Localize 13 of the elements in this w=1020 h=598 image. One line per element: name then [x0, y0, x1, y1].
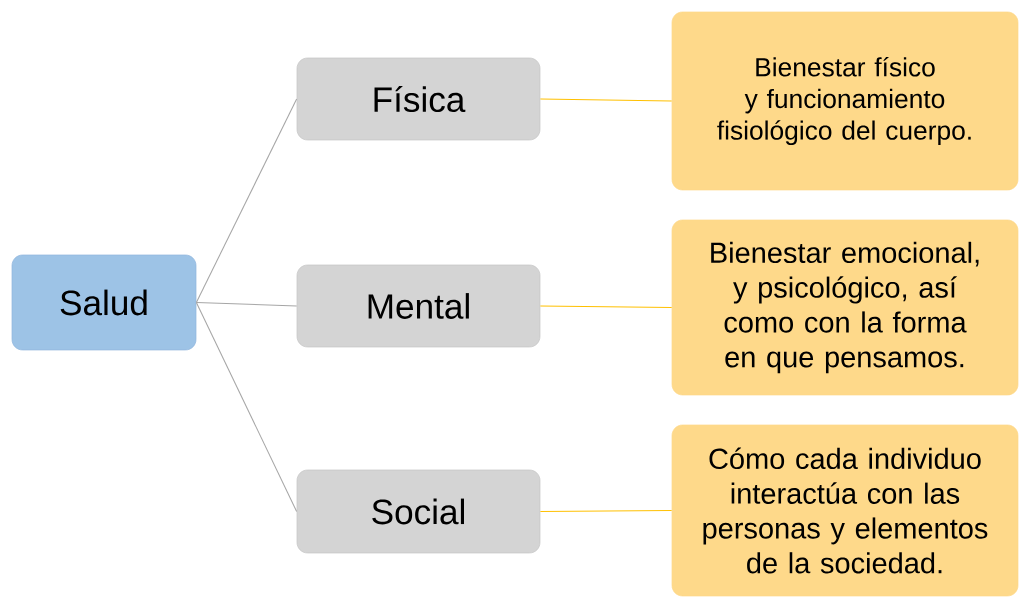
category-box: Social: [296, 469, 541, 554]
category-box: Salud: [11, 254, 197, 351]
description-box: Bienestar emocional, y psicológico, así como con la forma en que pensamos.: [671, 219, 1019, 396]
connector-line: [195, 301, 298, 512]
category-box: Mental: [296, 264, 541, 348]
description-box: Bienestar físico y funcionamiento fisiológico del cuerpo.: [671, 11, 1019, 191]
connector-line: [195, 98, 298, 303]
connector-line: [539, 98, 673, 102]
connector-line: [539, 305, 673, 308]
connector-line: [539, 509, 673, 512]
description-box: Cómo cada individuo interactúa con las personas y elementos de la sociedad.: [671, 424, 1019, 597]
connector-line: [195, 301, 298, 307]
category-box: Física: [296, 57, 541, 141]
